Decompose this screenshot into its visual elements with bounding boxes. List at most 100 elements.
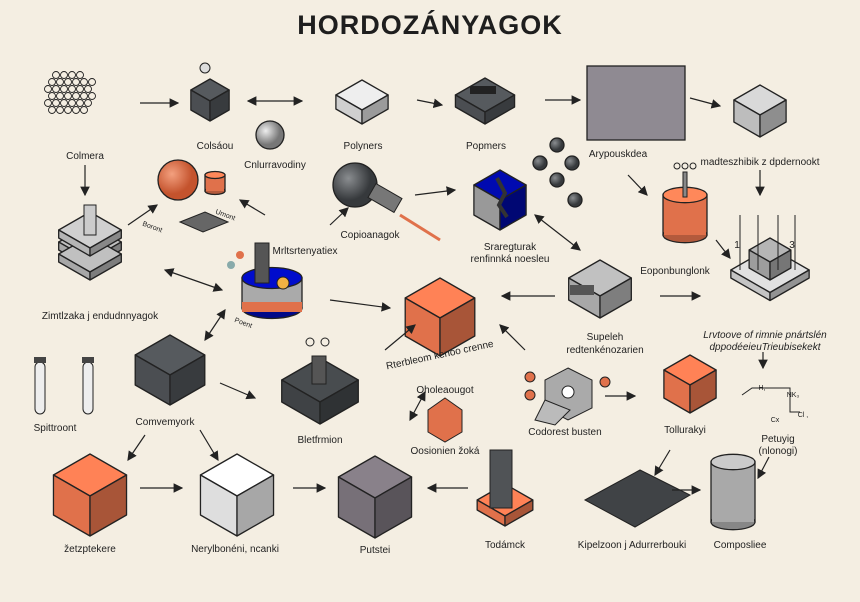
machine-block-right: [484, 94, 516, 125]
arrow: [238, 199, 266, 216]
molecule-atom: [532, 155, 548, 171]
arrow: [329, 299, 392, 312]
molecule-atom: [564, 155, 580, 171]
formula-nk: NK₃: [786, 392, 800, 399]
lattice-node: [44, 99, 52, 107]
teal-dot: [227, 261, 235, 269]
arrow: [654, 449, 671, 477]
polymer-slab-right: [361, 94, 389, 125]
test-tube: [82, 361, 94, 415]
label-nerylboneni: Nerylbonéni, ncanki: [191, 544, 279, 555]
label-colmera: Colmera: [66, 151, 104, 162]
purple-cube: [337, 455, 413, 539]
orange-cylinder: [204, 170, 226, 196]
lattice-node: [64, 106, 72, 114]
label-putstei: Putstei: [359, 545, 391, 556]
grid-number-3: 3: [789, 240, 795, 251]
arrow: [329, 207, 349, 226]
lattice-node: [60, 99, 68, 107]
reactor-band: [242, 302, 302, 312]
lattice-node: [72, 78, 80, 86]
label-petuyig-1: Petuyig: [761, 434, 795, 445]
label-lrvtoove-1: Lrvtoove of rimnie pnártslén: [703, 330, 827, 341]
yellow-dot: [276, 276, 290, 290]
label-oosionien: Oosionien žoká: [410, 446, 480, 457]
label-petuyig-2: (nlonogi): [758, 446, 798, 457]
gray-box-right: [599, 277, 632, 319]
small-orange-cube-right: [689, 369, 717, 414]
gray-cylinder-fill: [712, 462, 754, 522]
red-dot: [236, 251, 244, 259]
arrow: [534, 214, 581, 251]
lattice-node: [52, 85, 60, 93]
label-colsaou: Colsáou: [196, 141, 234, 152]
red-node: [599, 376, 611, 388]
molecule-atom: [567, 192, 583, 208]
label-zetzptekere: žetzptekere: [64, 544, 116, 555]
arrow: [409, 390, 426, 422]
grid-number-1: 1: [734, 240, 740, 251]
label-eoponbunglonk: Eoponbunglonk: [640, 266, 710, 277]
canister-rod: [682, 171, 688, 198]
bubble-icon: [320, 337, 330, 347]
red-node: [524, 371, 536, 383]
dark-sphere: [332, 162, 378, 208]
arrow: [163, 268, 224, 292]
camera-box: [190, 78, 230, 122]
gray-cylinder: [710, 453, 756, 531]
gray-panel: [586, 65, 686, 141]
arrow: [715, 239, 731, 259]
small-orange-cube: [663, 354, 717, 414]
lattice-node: [84, 99, 92, 107]
label-todamck: Todámck: [484, 540, 526, 551]
arrow: [204, 309, 226, 341]
lattice-node: [48, 92, 56, 100]
brick-stack: [134, 334, 206, 406]
formula-cx: Cx: [770, 417, 780, 424]
white-textured-cube-right: [236, 474, 275, 537]
tube-holder: [367, 182, 403, 214]
machine-chip: [470, 86, 496, 94]
lattice-node: [44, 85, 52, 93]
bubble-icon: [689, 162, 697, 170]
orange-cylinder-top: [204, 170, 226, 180]
orange-hexprism: [427, 397, 463, 443]
lattice-node: [56, 78, 64, 86]
orange-cube-right: [439, 297, 476, 357]
textured-orange-cube-right: [89, 474, 128, 537]
lattice-node: [52, 71, 60, 79]
lattice-node: [76, 71, 84, 79]
lattice-node: [80, 106, 88, 114]
lattice-node: [68, 71, 76, 79]
molecule-atom: [549, 172, 565, 188]
lattice-node: [56, 106, 64, 114]
label-lrvtoove-2: dppodéeieuTrieubisekekt: [709, 342, 821, 353]
orange-base-right: [504, 499, 534, 527]
lattice-node: [68, 99, 76, 107]
cracked-cube-right: [499, 184, 527, 231]
orange-sphere: [157, 159, 199, 201]
label-tollurakyi: Tollurakyi: [664, 425, 706, 436]
reactor-column: [254, 242, 270, 284]
label-bletfrmion: Bletfrmion: [297, 435, 343, 446]
orange-cylinder-fill: [206, 175, 224, 191]
label-cnlurravodiny: Cnlurravodiny: [244, 160, 306, 171]
label-composliee: Composliee: [713, 540, 767, 551]
lattice-node: [64, 92, 72, 100]
arrow: [127, 204, 158, 226]
label-copioanagok: Copioanagok: [340, 230, 400, 241]
crack-mark: [495, 177, 509, 219]
camera-box-right: [209, 89, 230, 122]
brick-stack-right: [169, 354, 206, 406]
lattice-node: [64, 78, 72, 86]
arrow: [414, 186, 457, 196]
lattice-node: [80, 92, 88, 100]
red-rod: [399, 213, 441, 242]
layer-stack-2-right: [89, 253, 122, 281]
white-dot: [561, 385, 575, 399]
label-zimtlzaka: Zimtlzaka j endudnnyagok: [41, 311, 159, 322]
red-node: [524, 389, 536, 401]
grid-block: [748, 237, 792, 281]
open-box: [733, 84, 787, 138]
label-arypouskdea: Arypouskdea: [588, 149, 648, 160]
